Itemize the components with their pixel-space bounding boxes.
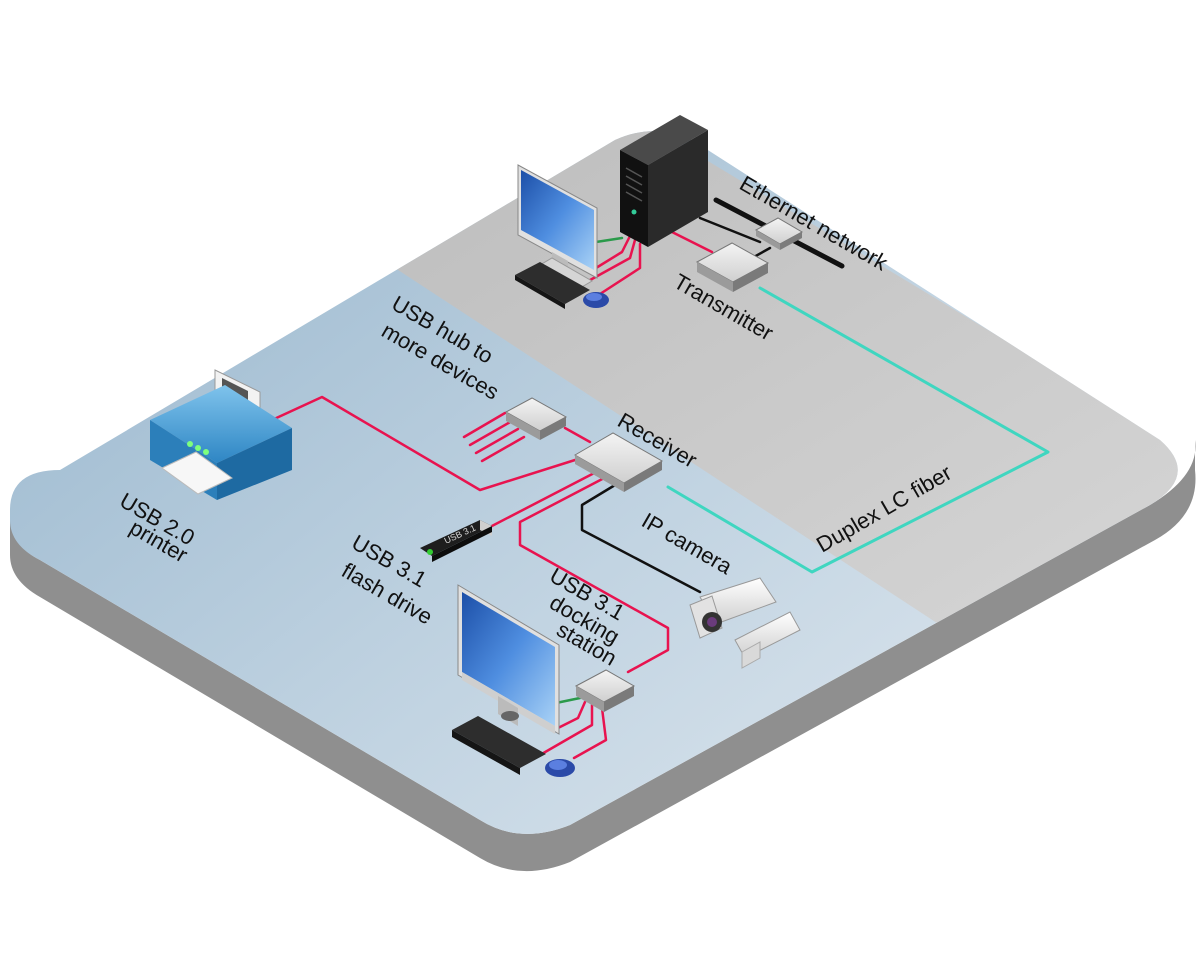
- usb-cable-server-transmitter: [670, 230, 714, 254]
- fiber-cable: [666, 286, 1050, 574]
- usb-cable-hub: [563, 426, 592, 444]
- usb-cable-printer: [270, 395, 577, 492]
- printer-icon: [150, 369, 292, 500]
- usb-hub-port-2: [468, 419, 514, 447]
- usb-cable-dock: [518, 474, 670, 674]
- ethernet-link-server: [698, 216, 762, 244]
- usb-cable-flash-drive: [488, 468, 602, 529]
- usb-hub-port-1: [462, 411, 507, 439]
- ip-camera-icon: [689, 577, 801, 669]
- usb-hub-port-4: [480, 435, 526, 463]
- video-cable-local: [554, 696, 582, 705]
- transmitter-box-icon: [695, 242, 770, 292]
- video-cable-remote: [594, 236, 624, 244]
- usb-cable-local-keyboard: [538, 703, 594, 757]
- remote-monitor-icon: [517, 164, 598, 289]
- usb-cable-local-mouse: [572, 706, 608, 760]
- ethernet-cable-camera: [580, 480, 702, 594]
- usb-cable-remote-mouse: [598, 242, 642, 296]
- remote-mouse-icon: [583, 292, 609, 308]
- usb-cable-local-extra: [556, 700, 587, 730]
- usb-hub-port-3: [474, 427, 520, 455]
- usb-hub-box-icon: [504, 397, 568, 440]
- local-monitor-icon: [457, 584, 560, 735]
- usb-flash-drive-icon: USB 3.1: [420, 520, 492, 562]
- local-mouse-icon: [545, 759, 575, 777]
- ethernet-switch-icon: [754, 217, 804, 250]
- usb-cable-remote-keyboard: [570, 238, 637, 292]
- tower-server-icon: [620, 115, 708, 247]
- docking-station-box-icon: [574, 669, 636, 712]
- usb-cable-remote-extra: [594, 234, 632, 270]
- receiver-box-icon: [573, 432, 664, 492]
- local-keyboard-icon: [452, 716, 546, 775]
- remote-keyboard-icon: [515, 262, 590, 309]
